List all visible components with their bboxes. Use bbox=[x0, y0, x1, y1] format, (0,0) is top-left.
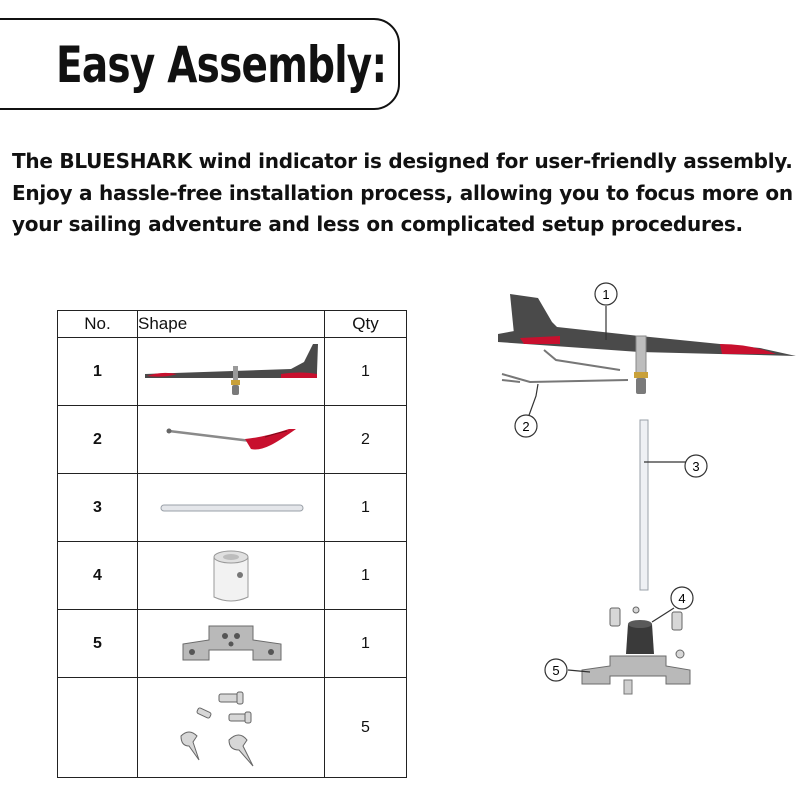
title-banner bbox=[0, 18, 400, 110]
part-number: 3 bbox=[57, 473, 138, 542]
part-number bbox=[57, 677, 138, 778]
part-qty: 1 bbox=[324, 609, 407, 678]
socket-illustration bbox=[213, 550, 249, 601]
table-row: 3 1 bbox=[57, 473, 407, 542]
rod-illustration bbox=[160, 504, 304, 511]
callout-4: 4 bbox=[670, 586, 694, 610]
table-row: 4 1 bbox=[57, 541, 407, 610]
table-row: 5 1 bbox=[57, 609, 407, 678]
callout-2: 2 bbox=[514, 414, 538, 438]
part-number: 4 bbox=[57, 541, 138, 610]
callout-3: 3 bbox=[684, 454, 708, 478]
parts-table: No. Shape Qty 1 1 2 2 bbox=[57, 310, 407, 778]
socket bbox=[626, 620, 654, 654]
part-qty: 1 bbox=[324, 541, 407, 610]
hardware-parts bbox=[609, 606, 685, 659]
part-shape-rod bbox=[137, 473, 325, 542]
table-row: 2 2 bbox=[57, 405, 407, 474]
table-header-row: No. Shape Qty bbox=[57, 310, 407, 338]
part-number: 2 bbox=[57, 405, 138, 474]
rod bbox=[639, 419, 649, 591]
page-title: Easy Assembly: bbox=[56, 36, 387, 94]
screws-and-rivets-illustration bbox=[180, 691, 254, 766]
column-header-shape: Shape bbox=[137, 310, 325, 338]
callout-label: 3 bbox=[692, 459, 699, 474]
part-qty: 2 bbox=[324, 405, 407, 474]
bracket-illustration bbox=[182, 625, 282, 660]
column-header-no: No. bbox=[57, 310, 138, 338]
callout-label: 1 bbox=[602, 287, 609, 302]
exploded-assembly-diagram: 1 2 3 4 5 bbox=[498, 282, 796, 695]
wind-vane-illustration bbox=[145, 343, 318, 395]
description-line-3: your sailing adventure and less on compl… bbox=[12, 212, 743, 236]
part-shape-vane bbox=[137, 337, 325, 406]
callout-label: 2 bbox=[522, 419, 529, 434]
vane-assembly bbox=[498, 294, 796, 394]
part-qty: 1 bbox=[324, 473, 407, 542]
part-number: 5 bbox=[57, 609, 138, 678]
bracket bbox=[581, 655, 691, 695]
part-shape-hardware bbox=[137, 677, 325, 778]
indicator-arm-illustration bbox=[166, 428, 296, 449]
table-row: 1 1 bbox=[57, 337, 407, 406]
callout-label: 5 bbox=[552, 663, 559, 678]
arm-assembly bbox=[501, 349, 629, 384]
part-shape-socket bbox=[137, 541, 325, 610]
description-line-2: Enjoy a hassle-free installation process… bbox=[12, 180, 793, 205]
part-shape-arm bbox=[137, 405, 325, 474]
part-qty: 5 bbox=[324, 677, 407, 778]
part-qty: 1 bbox=[324, 337, 407, 406]
description-line-1: The BLUESHARK wind indicator is designed… bbox=[12, 149, 793, 173]
column-header-qty: Qty bbox=[324, 310, 407, 338]
callout-1: 1 bbox=[594, 282, 618, 306]
part-shape-bracket bbox=[137, 609, 325, 678]
callout-label: 4 bbox=[678, 591, 685, 606]
table-row: 5 bbox=[57, 677, 407, 778]
part-number: 1 bbox=[57, 337, 138, 406]
description: The BLUESHARK wind indicator is designed… bbox=[12, 146, 793, 241]
callout-5: 5 bbox=[544, 658, 568, 682]
